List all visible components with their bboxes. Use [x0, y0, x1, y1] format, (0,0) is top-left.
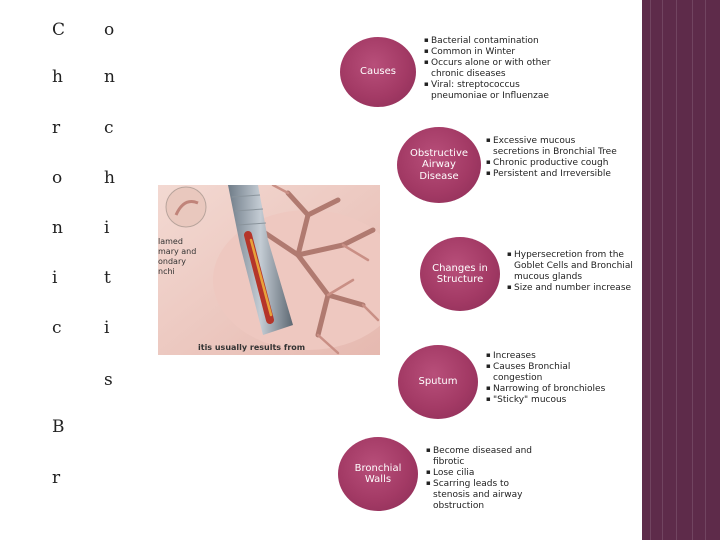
list-item: Occurs alone or with other chronic disea… — [424, 58, 558, 80]
bronchial-walls-node: Bronchial Walls — [338, 437, 418, 511]
list-item: Chronic productive cough — [486, 158, 618, 169]
title-letter: i — [104, 318, 110, 338]
illustration-label: lamed mary and ondary nchi — [158, 237, 197, 276]
changes-in-structure-details: Hypersecretion from the Goblet Cells and… — [507, 250, 637, 294]
bronchial-walls-label: Bronchial Walls — [354, 462, 402, 486]
title-letter: r — [52, 118, 61, 138]
list-item: Size and number increase — [507, 283, 637, 294]
title-letter: h — [104, 168, 115, 188]
causes-node: Causes — [340, 37, 416, 107]
title-letter: n — [52, 218, 63, 238]
bronchial-walls-details: Become diseased and fibrotic Lose cilia … — [426, 446, 546, 512]
list-item: Scarring leads to stenosis and airway ob… — [426, 479, 546, 512]
list-item: Hypersecretion from the Goblet Cells and… — [507, 250, 637, 283]
list-item: Become diseased and fibrotic — [426, 446, 546, 468]
causes-details: Bacterial contamination Common in Winter… — [424, 36, 558, 102]
sputum-node: Sputum — [398, 345, 478, 419]
list-item: Common in Winter — [424, 47, 558, 58]
title-letter: i — [52, 268, 58, 288]
sputum-details: Increases Causes Bronchial congestion Na… — [486, 351, 618, 406]
title-letter: c — [104, 118, 114, 138]
title-letter: n — [104, 67, 115, 87]
title-letter: s — [104, 370, 113, 390]
changes-in-structure-node: Changes in Structure — [420, 237, 500, 311]
causes-label: Causes — [359, 66, 397, 78]
list-item: Causes Bronchial congestion — [486, 362, 618, 384]
list-item: Narrowing of bronchioles — [486, 384, 618, 395]
title-letter: r — [52, 468, 61, 488]
list-item: Increases — [486, 351, 618, 362]
title-letter: B — [52, 417, 65, 437]
list-item: "Sticky" mucous — [486, 395, 618, 406]
obstructive-airway-disease-node: Obstructive Airway Disease — [397, 127, 481, 203]
list-item: Viral: streptococcus pneumoniae or Influ… — [424, 80, 558, 102]
list-item: Lose cilia — [426, 468, 546, 479]
bronchi-illustration: lamed mary and ondary nchi itis usually … — [158, 185, 380, 355]
title-letter: C — [52, 20, 66, 40]
title-letter: i — [104, 218, 110, 238]
obstructive-airway-disease-details: Excessive mucous secretions in Bronchial… — [486, 136, 618, 180]
sputum-label: Sputum — [418, 376, 458, 388]
decorative-band — [642, 0, 720, 540]
obstructive-airway-disease-label: Obstructive Airway Disease — [409, 147, 469, 182]
list-item: Bacterial contamination — [424, 36, 558, 47]
list-item: Persistent and Irreversible — [486, 169, 618, 180]
title-letter: h — [52, 67, 63, 87]
changes-in-structure-label: Changes in Structure — [432, 262, 488, 286]
illustration-caption: itis usually results from — [198, 343, 306, 352]
list-item: Excessive mucous secretions in Bronchial… — [486, 136, 618, 158]
bronchi-drawing — [158, 185, 380, 355]
title-letter: o — [104, 20, 115, 40]
title-letter: t — [104, 268, 111, 288]
title-letter: c — [52, 318, 62, 338]
title-letter: o — [52, 168, 63, 188]
